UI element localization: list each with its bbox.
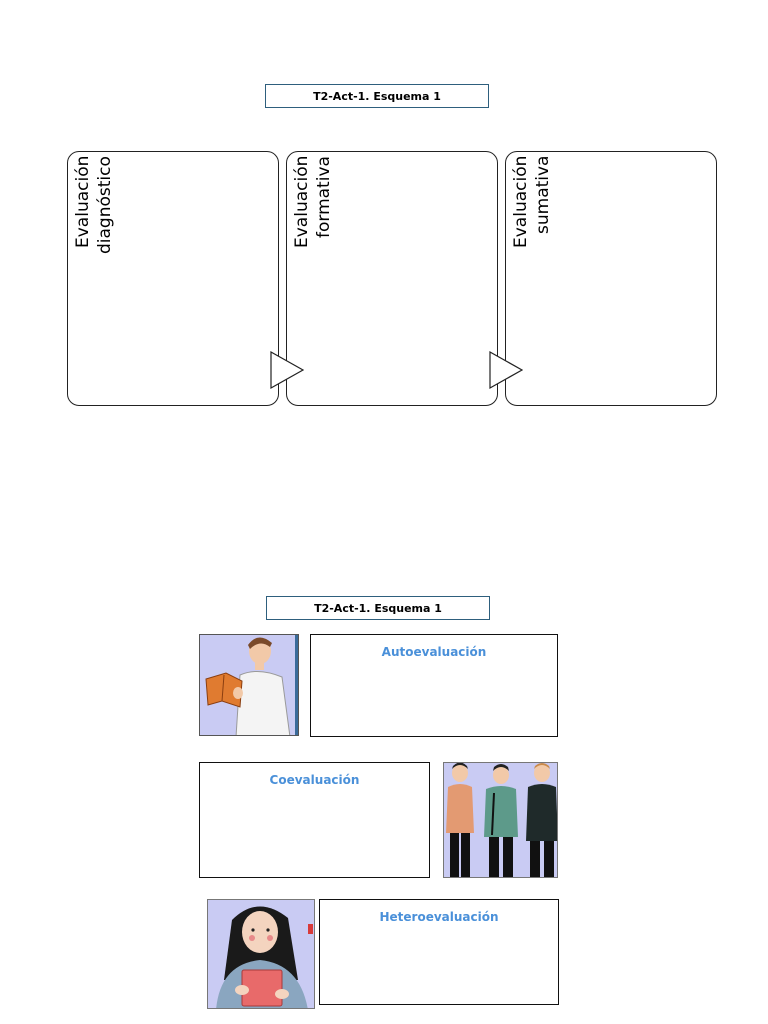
scheme2-title: T2-Act-1. Esquema 1: [266, 596, 490, 620]
group-of-students-illustration: [443, 762, 558, 878]
peer-assessment-label: Coevaluación: [269, 773, 360, 787]
girl-holding-book-illustration: [207, 899, 315, 1009]
arrow-right-icon: [270, 350, 304, 390]
hetero-assessment-box: Heteroevaluación: [319, 899, 559, 1005]
arrow-right-icon: [489, 350, 523, 390]
hetero-assessment-label: Heteroevaluación: [379, 910, 499, 924]
panel-formative-label: Evaluación formativa: [292, 156, 334, 249]
panel-diagnostic-label: Evaluación diagnóstico: [73, 156, 115, 254]
panel-summative: Evaluación sumativa: [505, 151, 717, 406]
self-assessment-label: Autoevaluación: [381, 645, 487, 659]
panel-summative-label: Evaluación sumativa: [511, 156, 553, 249]
peer-assessment-box: Coevaluación: [199, 762, 430, 878]
panel-formative: Evaluación formativa: [286, 151, 498, 406]
scheme1-title: T2-Act-1. Esquema 1: [265, 84, 489, 108]
panel-diagnostic: Evaluación diagnóstico: [67, 151, 279, 406]
student-reading-illustration: [199, 634, 299, 736]
self-assessment-box: Autoevaluación: [310, 634, 558, 737]
